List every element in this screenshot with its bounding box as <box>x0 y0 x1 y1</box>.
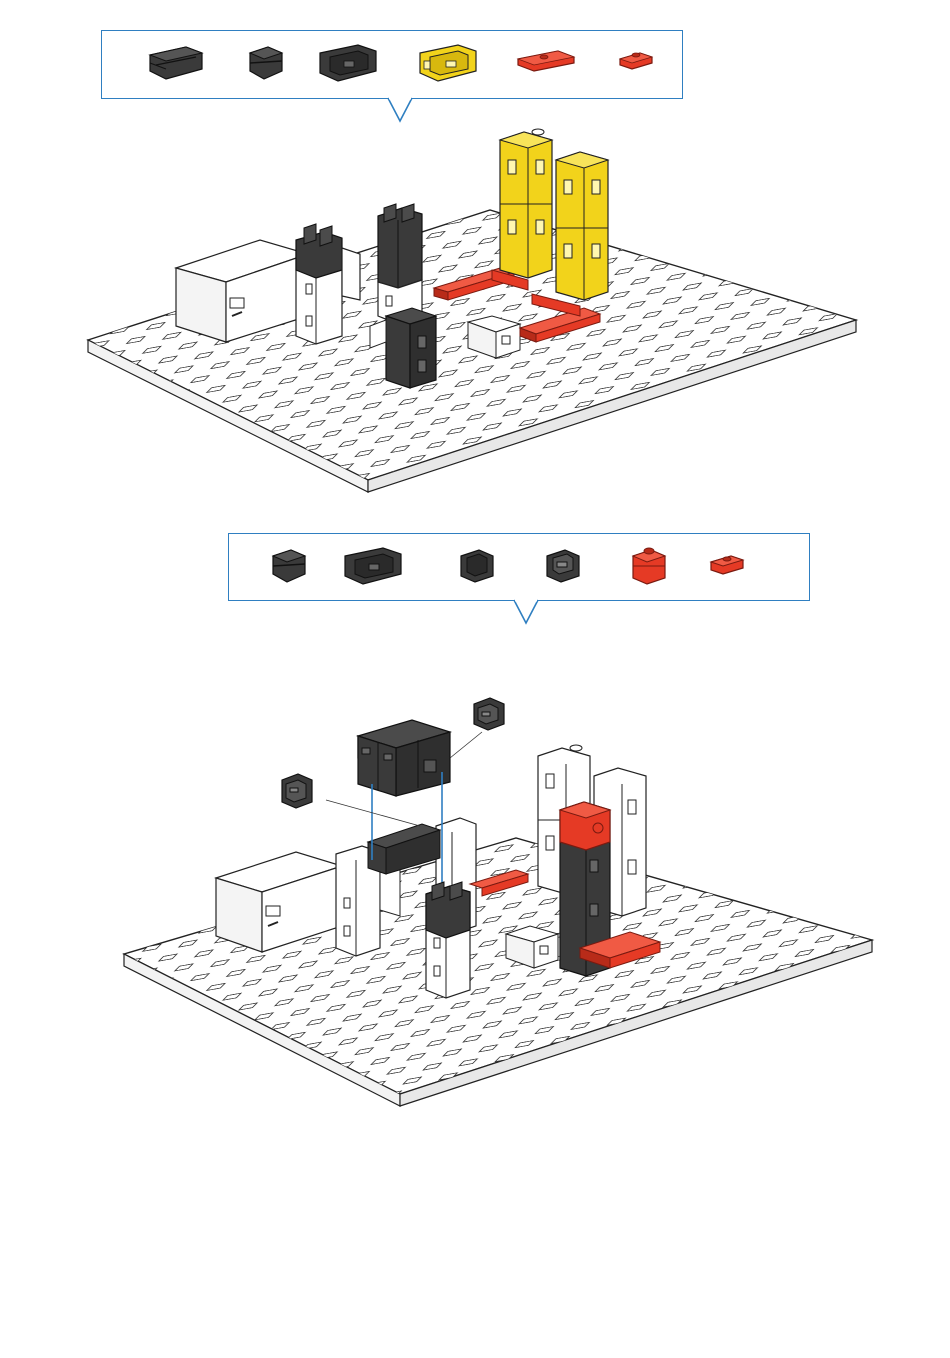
step2-assembly-scene <box>120 690 880 1110</box>
building-block-15-black-icon <box>269 546 309 586</box>
step2-callout-pointer <box>512 599 540 627</box>
step1-assembly-scene <box>80 120 860 500</box>
black-column-tall-1 <box>378 204 422 324</box>
black-top-column-center-2 <box>426 882 470 998</box>
angle-block-black-icon <box>341 544 405 588</box>
cube-block-black-icon <box>457 546 497 586</box>
base-plate-1 <box>88 210 856 492</box>
angle-block-yellow-icon <box>416 41 480 85</box>
step1-parts-callout <box>101 30 683 99</box>
angle-block-black-icon <box>316 41 380 85</box>
building-block-30-black-icon <box>146 43 206 83</box>
building-block-15-black-icon <box>246 43 286 83</box>
flat-plate-red-icon <box>514 47 578 77</box>
floating-angle-cube-upper-2 <box>450 698 504 758</box>
step2-parts-callout <box>228 533 810 601</box>
small-plate-red-icon <box>707 550 747 580</box>
cube-block-red-icon <box>629 544 669 588</box>
angle-cube-black-icon <box>543 546 583 586</box>
small-plate-red-icon <box>616 47 656 77</box>
